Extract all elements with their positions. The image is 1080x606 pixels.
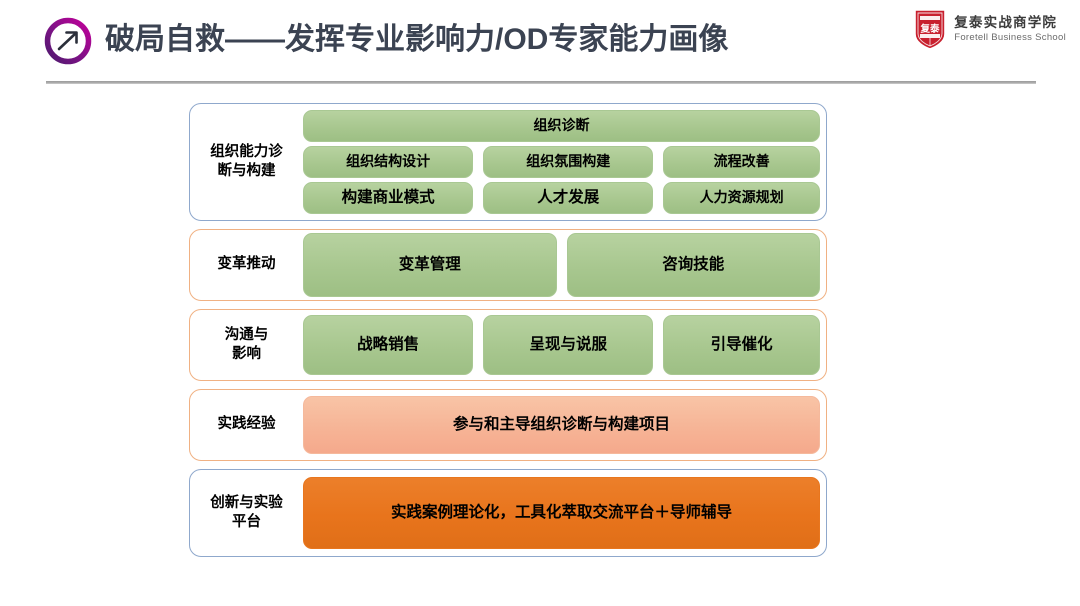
capability-cell[interactable]: 引导催化 — [663, 315, 821, 375]
capability-cell[interactable]: 构建商业模式 — [303, 182, 474, 214]
band-row: 变革管理 咨询技能 — [303, 233, 820, 297]
capability-band-2: 变革推动 变革管理 咨询技能 — [189, 229, 827, 301]
capability-band-4: 实践经验 参与和主导组织诊断与构建项目 — [189, 389, 827, 461]
band-label-line: 变革推动 — [217, 256, 276, 273]
capability-cell-line: 咨询技能 — [662, 256, 725, 274]
capability-cell-line: 实践案例理论化，工具化萃取交流平台 — [390, 504, 655, 522]
capability-cell[interactable]: 人才发展 — [483, 182, 654, 214]
band-row: 组织结构设计 组织氛围构建 流程改善 — [303, 146, 821, 178]
band-label-line: 沟通与 — [224, 326, 269, 343]
page-header: 破局自救——发挥专业影响力/OD专家能力画像 复泰 复泰实战商学院 Forete… — [0, 0, 1080, 90]
capability-cell[interactable]: 组织结构设计 — [303, 146, 474, 178]
band-label-line: 断与构建 — [217, 163, 276, 179]
band-row: 战略销售 呈现与说服 引导催化 — [303, 315, 821, 375]
band-label: 沟通与影响 — [190, 326, 303, 364]
page-title: 破局自救——发挥专业影响力/OD专家能力画像 — [105, 18, 728, 62]
page-title-main: 破局自救——发挥专业影响力 — [105, 23, 495, 56]
band-label-line: 影响 — [232, 346, 261, 362]
band-row: 构建商业模式 人才发展 人力资源规划 — [303, 182, 821, 214]
capability-cell-line: ＋导师辅导 — [654, 504, 733, 522]
capability-cell[interactable]: 参与和主导组织诊断与构建项目 — [303, 396, 820, 454]
band-label-line: 创新与实验 — [210, 494, 283, 511]
capability-cell[interactable]: 呈现与说服 — [483, 315, 654, 375]
capability-cell-line: 人力资源规划 — [699, 189, 784, 206]
capability-cell[interactable]: 变革管理 — [303, 233, 557, 297]
capability-cell-line: 流程改善 — [713, 153, 770, 170]
band-label-line: 组织能力诊 — [210, 143, 283, 160]
capability-cell-line: 参与和主导组织诊断与构建项目 — [452, 416, 670, 434]
capability-cell-line: 引导催化 — [710, 336, 773, 354]
band-body: 参与和主导组织诊断与构建项目 — [303, 391, 826, 459]
capability-cell[interactable]: 人力资源规划 — [663, 182, 821, 214]
arrow-up-right-circle-icon — [44, 17, 92, 65]
capability-band-3: 沟通与影响 战略销售 呈现与说服 引导催化 — [189, 309, 827, 381]
capability-cell[interactable]: 组织诊断 — [303, 110, 820, 142]
capability-cell-line: 构建商业模式 — [341, 189, 435, 207]
band-label: 实践经验 — [190, 415, 303, 434]
band-row: 实践案例理论化，工具化萃取交流平台＋导师辅导 — [303, 477, 820, 549]
capability-cell-line: 组织氛围构建 — [526, 153, 611, 170]
capability-cell[interactable]: 组织氛围构建 — [483, 146, 654, 178]
capability-cell[interactable]: 实践案例理论化，工具化萃取交流平台＋导师辅导 — [303, 477, 820, 549]
band-body: 实践案例理论化，工具化萃取交流平台＋导师辅导 — [303, 472, 826, 554]
brand-name-cn: 复泰实战商学院 — [954, 14, 1058, 30]
band-label: 组织能力诊断与构建 — [190, 143, 303, 181]
band-label: 变革推动 — [190, 255, 303, 274]
capability-cell[interactable]: 流程改善 — [663, 146, 821, 178]
band-body: 变革管理 咨询技能 — [303, 228, 826, 302]
capability-cell-line: 呈现与说服 — [529, 336, 607, 354]
band-body: 战略销售 呈现与说服 引导催化 — [303, 310, 826, 380]
page-title-sub: OD专家能力画像 — [503, 23, 729, 56]
band-label: 创新与实验平台 — [190, 494, 303, 532]
brand-logo: 复泰 复泰实战商学院 Foretell Business School — [913, 8, 1066, 50]
capability-cell[interactable]: 战略销售 — [303, 315, 474, 375]
band-row: 参与和主导组织诊断与构建项目 — [303, 396, 820, 454]
capability-cell-line: 变革管理 — [398, 256, 461, 274]
brand-logo-text: 复泰实战商学院 Foretell Business School — [954, 14, 1066, 43]
header-divider — [46, 81, 1036, 84]
capability-band-5: 创新与实验平台实践案例理论化，工具化萃取交流平台＋导师辅导 — [189, 469, 827, 557]
band-label-line: 平台 — [232, 514, 261, 530]
shield-crest-icon: 复泰 — [914, 9, 947, 50]
page-title-slash: / — [495, 23, 504, 56]
capability-band-1: 组织能力诊断与构建 组织诊断组织结构设计 组织氛围构建 流程改善构建商业模式 人才发展 人… — [189, 103, 827, 221]
capability-model-diagram: 组织能力诊断与构建 组织诊断组织结构设计 组织氛围构建 流程改善构建商业模式 人才发展 人… — [189, 103, 827, 565]
brand-name-en: Foretell Business School — [954, 32, 1066, 43]
band-label-line: 实践经验 — [217, 416, 276, 433]
capability-cell[interactable]: 咨询技能 — [566, 233, 820, 297]
crest-text: 复泰 — [920, 23, 941, 35]
capability-cell-line: 组织诊断 — [533, 117, 590, 134]
band-row: 组织诊断 — [303, 110, 820, 142]
capability-cell-line: 人才发展 — [537, 189, 600, 207]
band-body: 组织诊断组织结构设计 组织氛围构建 流程改善构建商业模式 人才发展 人力资源规划 — [303, 105, 826, 219]
capability-cell-line: 战略销售 — [357, 336, 420, 354]
capability-cell-line: 组织结构设计 — [346, 153, 431, 170]
